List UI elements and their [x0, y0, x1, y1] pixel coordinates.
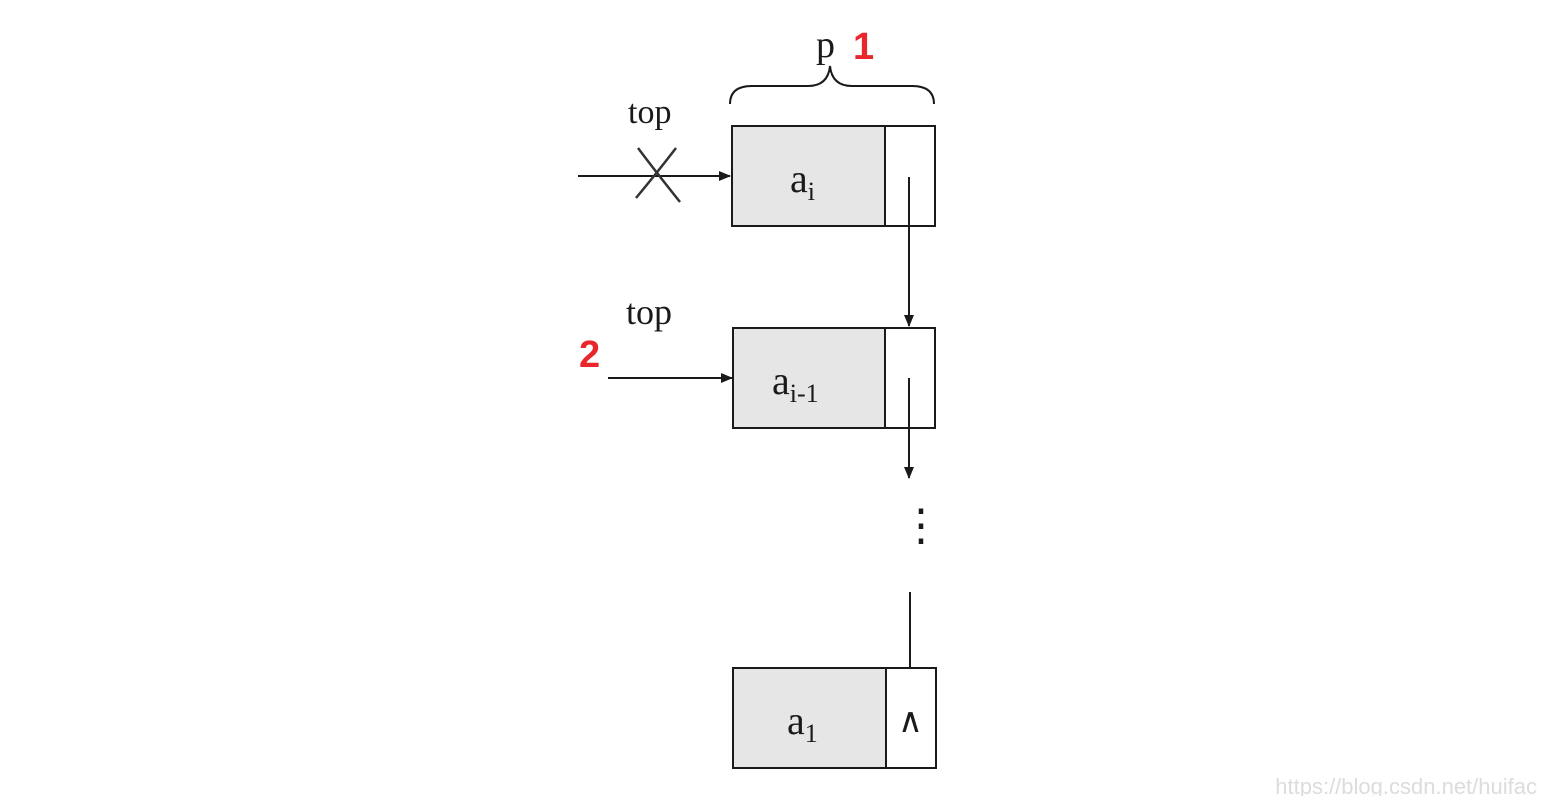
- step-one-marker: 1: [853, 26, 874, 68]
- old-top-label: top: [628, 94, 671, 131]
- node-ai-1-data-cell: [732, 327, 886, 429]
- pointer-p-label: p: [816, 24, 835, 66]
- node-ai-data-cell: [731, 125, 886, 227]
- ellipsis-marker: ⋮: [899, 501, 943, 550]
- node-ai: ai: [731, 125, 936, 227]
- null-pointer-marker: ∧: [898, 703, 923, 740]
- pointer-p-brace: [729, 65, 935, 105]
- watermark-text: https://blog.csdn.net/huifac: [1275, 774, 1537, 796]
- node-a1-data-cell: [732, 667, 887, 769]
- node-a1-next-cell: [885, 667, 937, 769]
- new-top-label: top: [626, 292, 672, 332]
- cross-mark-icon: [635, 147, 681, 203]
- node-ai-1-label: ai-1: [772, 358, 819, 408]
- node-ai-label: ai: [790, 156, 815, 206]
- step-two-marker: 2: [579, 334, 600, 376]
- node-a1: a1 ∧: [732, 667, 937, 769]
- node-ai-1: ai-1: [732, 327, 936, 429]
- node-a1-label: a1: [787, 698, 818, 748]
